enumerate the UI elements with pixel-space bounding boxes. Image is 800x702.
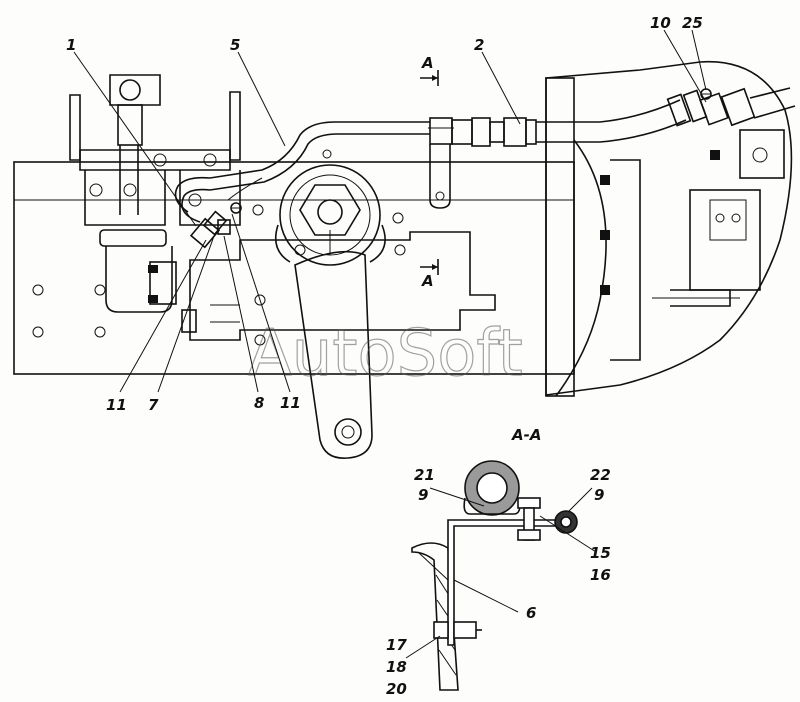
callout-6: 6 [526, 604, 536, 622]
callout-10: 10 [650, 14, 671, 32]
pressure-hose-2 [451, 87, 796, 147]
section-marker-bottom-label: A [421, 272, 434, 290]
callout-11-right: 11 [280, 394, 301, 412]
section-detail: A-A [411, 426, 578, 691]
callout-18: 18 [386, 658, 407, 676]
section-marker-top-label: A [421, 54, 434, 72]
callout-17: 17 [386, 636, 407, 654]
callout-20: 20 [386, 680, 407, 698]
callout-9-right: 9 [594, 486, 604, 504]
callout-2: 2 [474, 36, 484, 54]
fluid-reservoir [99, 229, 177, 313]
engine-block-right [545, 60, 793, 397]
callout-1: 1 [66, 36, 76, 54]
callout-16: 16 [590, 566, 611, 584]
callouts: 1 5 2 10 25 11 7 8 11 21 9 22 9 15 16 6 … [66, 14, 703, 698]
callout-15: 15 [590, 544, 611, 562]
leader-lines [73, 29, 707, 659]
callout-7: 7 [148, 396, 159, 414]
callout-22: 22 [590, 466, 611, 484]
callout-21: 21 [414, 466, 435, 484]
steering-shaft-bracket [69, 74, 241, 226]
hose-clamp [428, 117, 454, 209]
callout-25: 25 [682, 14, 703, 32]
section-title: A-A [511, 426, 541, 444]
callout-9-left: 9 [418, 486, 428, 504]
pressure-hose-5 [174, 121, 430, 223]
steering-gear-housing [181, 164, 496, 341]
callout-8: 8 [254, 394, 264, 412]
callout-5: 5 [230, 36, 240, 54]
pitman-arm [294, 230, 373, 459]
section-marker-bottom: A [420, 259, 439, 290]
watermark: AutoSoft [248, 317, 523, 391]
hose-end-fittings [189, 202, 242, 249]
section-marker-top: A [420, 54, 439, 86]
callout-11-left: 11 [106, 396, 127, 414]
